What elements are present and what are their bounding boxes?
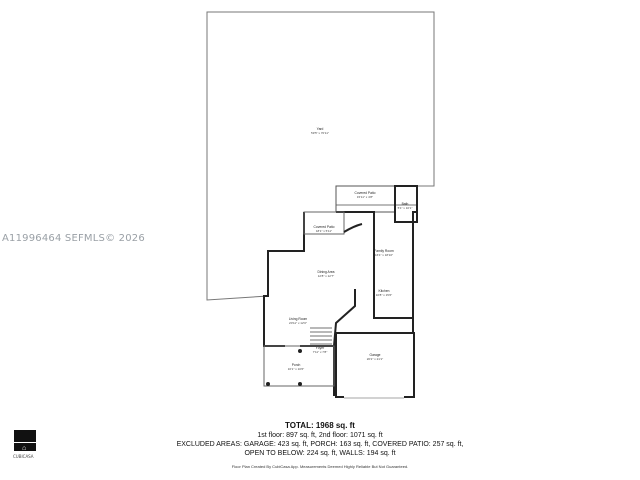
bath [394,185,418,223]
room-name: Foyer [316,346,325,350]
room-name: Garage [370,353,381,357]
open-to-below: OPEN TO BELOW: 224 sq. ft, WALLS: 194 sq… [244,450,396,457]
room-dimensions: 16'1" x 10'6" [288,367,304,371]
floor-areas: 1st floor: 897 sq. ft, 2nd floor: 1071 s… [257,432,383,439]
room-dimensions: 20'11" x 12'0" [289,321,307,325]
room-name: Covered Patio [355,191,376,195]
curved-wall [343,223,363,233]
watermark: A11996464 SEFMLS© 2026 [2,233,145,244]
excluded-areas: EXCLUDED AREAS: GARAGE: 423 sq. ft, PORC… [176,441,464,448]
total-area: TOTAL: 1968 sq. ft [285,421,355,430]
room-dimensions: 59'5" x 70'11" [311,131,329,135]
room-dimensions: 10'8" x 15'6" [376,293,392,297]
garage [335,332,415,398]
room-name: Porch [292,363,301,367]
room-name: Dining Area [317,270,334,274]
room-name: Living Room [289,317,308,321]
cubicasa-logo: ⌂ [14,430,36,454]
room-dimensions: 18'1" x 5'11" [316,229,332,233]
room-name: Yard [317,127,324,131]
room-name: Family Room [374,249,394,253]
logo-text: CUBICASA [13,454,34,459]
yard-outline [206,11,435,301]
room-dimensions: 7'11" x 7'8" [313,350,328,354]
room-dimensions: 16'1" x 18'10" [375,253,393,257]
disclaimer: Floor Plan Created By CubiCasa App. Meas… [231,464,409,469]
covered-patio-top [335,185,396,213]
covered-patio-middle [303,211,345,235]
room-dimensions: 12'8" x 12'7" [318,274,334,278]
room-name: Covered Patio [314,225,335,229]
porch [263,345,335,387]
room-dimensions: 20'2" x 21'1" [367,357,383,361]
stair-wall [333,289,356,347]
stair-lines [310,327,332,345]
room-name: Bath [402,202,409,206]
room-dimensions: 5'1" x 10'1" [398,206,413,210]
room-dimensions: 15'11" x 4'8" [357,195,373,199]
room-name: Kitchen [379,289,390,293]
